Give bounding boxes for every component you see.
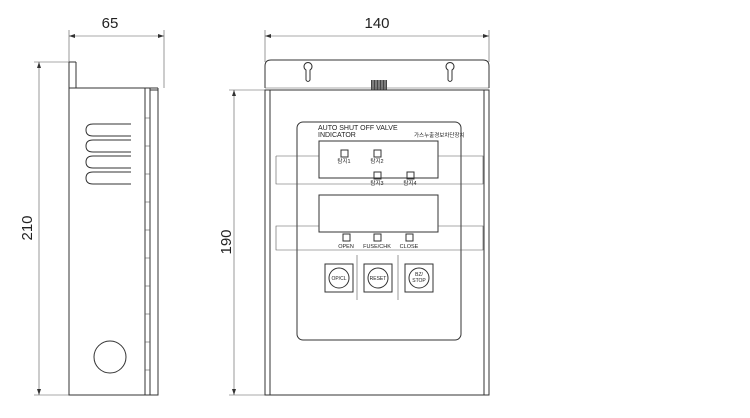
sensor-led-4: 탐지4 [403,171,417,187]
bz-stop-button[interactable]: BZ/STOP [404,263,434,293]
sensor-led-1: 탐지1 [337,149,351,165]
op-cl-button[interactable]: OP/CL [324,263,354,293]
panel-title-korean: 가스누출경보차단장치 [414,131,465,139]
svg-text:OPEN: OPEN [338,244,354,250]
front-body [264,89,490,396]
reset-button[interactable]: RESET [363,263,393,293]
sensor-led-2: 탐지2 [370,149,384,165]
front-width-label: 140 [364,15,389,32]
panel-title-line2: INDICATOR [318,132,356,139]
sensor-window [318,140,439,179]
svg-text:탐지4: 탐지4 [403,179,416,187]
svg-text:탐지1: 탐지1 [337,157,350,165]
svg-text:RESET: RESET [370,276,387,282]
status-led-close: CLOSE [400,233,419,250]
keyhole-right [445,62,455,82]
status-led-fuse-chk: FUSE/CHK [363,233,391,250]
svg-text:FUSE/CHK: FUSE/CHK [363,244,391,250]
sensor-led-3: 탐지3 [370,171,384,187]
vent-louvers [85,123,131,185]
mounting-plate [264,59,490,88]
svg-text:CLOSE: CLOSE [400,244,419,250]
svg-text:탐지3: 탐지3 [370,179,383,187]
side-height-label: 210 [19,215,36,240]
indicator-panel [296,121,462,341]
rail-ticks [145,117,150,371]
svg-text:BZ/STOP: BZ/STOP [412,272,426,284]
side-width-label: 65 [102,15,119,32]
front-view: 140 190 AUTO SHUT OFF VALVE INDICA [218,15,490,396]
svg-text:탐지2: 탐지2 [370,157,383,165]
svg-text:OP/CL: OP/CL [331,276,346,282]
cable-hole [93,340,127,374]
status-led-open: OPEN [338,233,354,250]
side-view: 65 210 [19,15,165,396]
status-window [318,194,439,233]
panel-title-line1: AUTO SHUT OFF VALVE [318,125,398,132]
keyhole-left [303,62,313,82]
front-height-label: 190 [218,229,235,254]
